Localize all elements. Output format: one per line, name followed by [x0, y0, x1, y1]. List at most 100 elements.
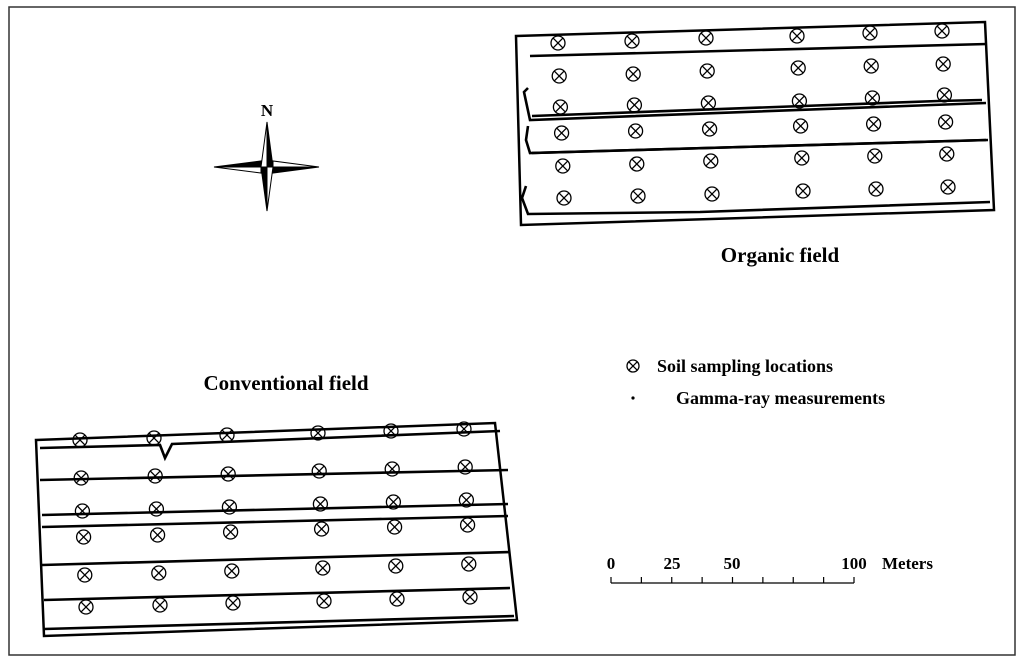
organic-sample [550, 35, 566, 51]
organic-sample [551, 68, 567, 84]
organic-sample [629, 156, 645, 172]
organic-sample [864, 90, 881, 106]
organic-soil-samples [550, 23, 956, 206]
compass-rose-icon [213, 121, 320, 212]
organic-sample [940, 179, 956, 195]
scale-bar: 0 25 50 100 Meters [607, 554, 933, 584]
organic-sample [790, 60, 806, 76]
conventional-sample [75, 529, 92, 545]
organic-sample [627, 123, 644, 139]
organic-sample [867, 148, 883, 164]
organic-sample [555, 158, 571, 174]
conventional-soil-samples [72, 421, 478, 615]
conventional-sample [313, 521, 330, 537]
conventional-sample [146, 430, 162, 446]
scale-tick-label-25: 25 [664, 554, 681, 573]
organic-track-2 [531, 98, 983, 118]
conventional-sample [315, 560, 331, 576]
scale-unit-label: Meters [882, 554, 933, 573]
conventional-sample [388, 558, 404, 574]
conventional-sample [220, 466, 236, 482]
organic-track-5 [520, 185, 991, 216]
conventional-field [34, 421, 519, 638]
conventional-track-1 [39, 468, 509, 482]
organic-track-0 [529, 42, 988, 58]
conventional-track-2 [41, 502, 509, 517]
conventional-sample [224, 563, 240, 579]
organic-sample [937, 114, 954, 130]
scale-ticks [610, 577, 855, 583]
conventional-sample [459, 517, 476, 533]
conventional-sample [147, 468, 163, 484]
organic-field-boundary [514, 20, 996, 227]
conventional-track-0 [39, 429, 501, 462]
organic-sample [934, 23, 950, 39]
conventional-sample [310, 425, 326, 441]
organic-sample [794, 150, 810, 166]
conventional-sample [73, 470, 89, 486]
conventional-sample [386, 519, 403, 535]
scale-tick-label-0: 0 [607, 554, 616, 573]
conventional-sample [219, 427, 235, 443]
organic-sample [865, 116, 882, 132]
organic-field-label: Organic field [721, 243, 840, 267]
legend: Soil sampling locations Gamma-ray measur… [626, 356, 885, 408]
organic-field [514, 20, 996, 227]
conventional-sample [457, 459, 473, 475]
organic-sample [862, 25, 878, 41]
conventional-sample [384, 461, 400, 477]
scale-tick-label-50: 50 [724, 554, 741, 573]
organic-sample [792, 118, 809, 134]
organic-sample [939, 146, 955, 162]
organic-sample [624, 33, 640, 49]
map-frame [8, 6, 1016, 656]
organic-sample [626, 97, 643, 113]
organic-track-1 [522, 87, 987, 122]
conventional-field-label: Conventional field [203, 371, 368, 395]
organic-sample [556, 190, 572, 206]
conventional-sample [312, 496, 329, 512]
conventional-sample [389, 591, 405, 607]
organic-sample [630, 188, 646, 204]
organic-sample [625, 66, 641, 82]
legend-gamma-ray-label: Gamma-ray measurements [676, 388, 885, 408]
organic-sample [704, 186, 720, 202]
conventional-track-4 [41, 550, 511, 567]
organic-sample [553, 125, 570, 141]
conventional-sample [383, 423, 399, 439]
organic-sample [698, 30, 714, 46]
conventional-track-6 [43, 614, 515, 631]
conventional-sample [385, 494, 402, 510]
conventional-sample [316, 593, 332, 609]
organic-track-3 [524, 125, 989, 155]
gamma-ray-symbol [631, 396, 635, 400]
conventional-track-5 [43, 586, 511, 602]
organic-sample [699, 63, 715, 79]
conventional-sample [78, 599, 94, 615]
conventional-track-3 [41, 514, 509, 529]
conventional-sample [458, 492, 475, 508]
conventional-sample [225, 595, 241, 611]
conventional-sample [148, 501, 165, 517]
organic-sample [552, 99, 569, 115]
organic-sample [791, 93, 808, 109]
organic-track-4 [531, 138, 987, 155]
organic-sample [795, 183, 811, 199]
organic-gamma-tracks [520, 42, 991, 216]
legend-soil-sampling-label: Soil sampling locations [657, 356, 833, 376]
conventional-sample [151, 565, 167, 581]
conventional-gamma-tracks [39, 429, 515, 631]
conventional-sample [462, 589, 478, 605]
organic-sample [868, 181, 884, 197]
organic-sample [701, 121, 718, 137]
conventional-sample [221, 499, 238, 515]
north-label: N [261, 101, 274, 120]
north-arrow: N [213, 101, 320, 212]
organic-sample [936, 87, 953, 103]
conventional-sample [222, 524, 239, 540]
conventional-sample [77, 567, 93, 583]
conventional-sample [149, 527, 166, 543]
scale-tick-label-100: 100 [841, 554, 867, 573]
organic-sample [789, 28, 805, 44]
